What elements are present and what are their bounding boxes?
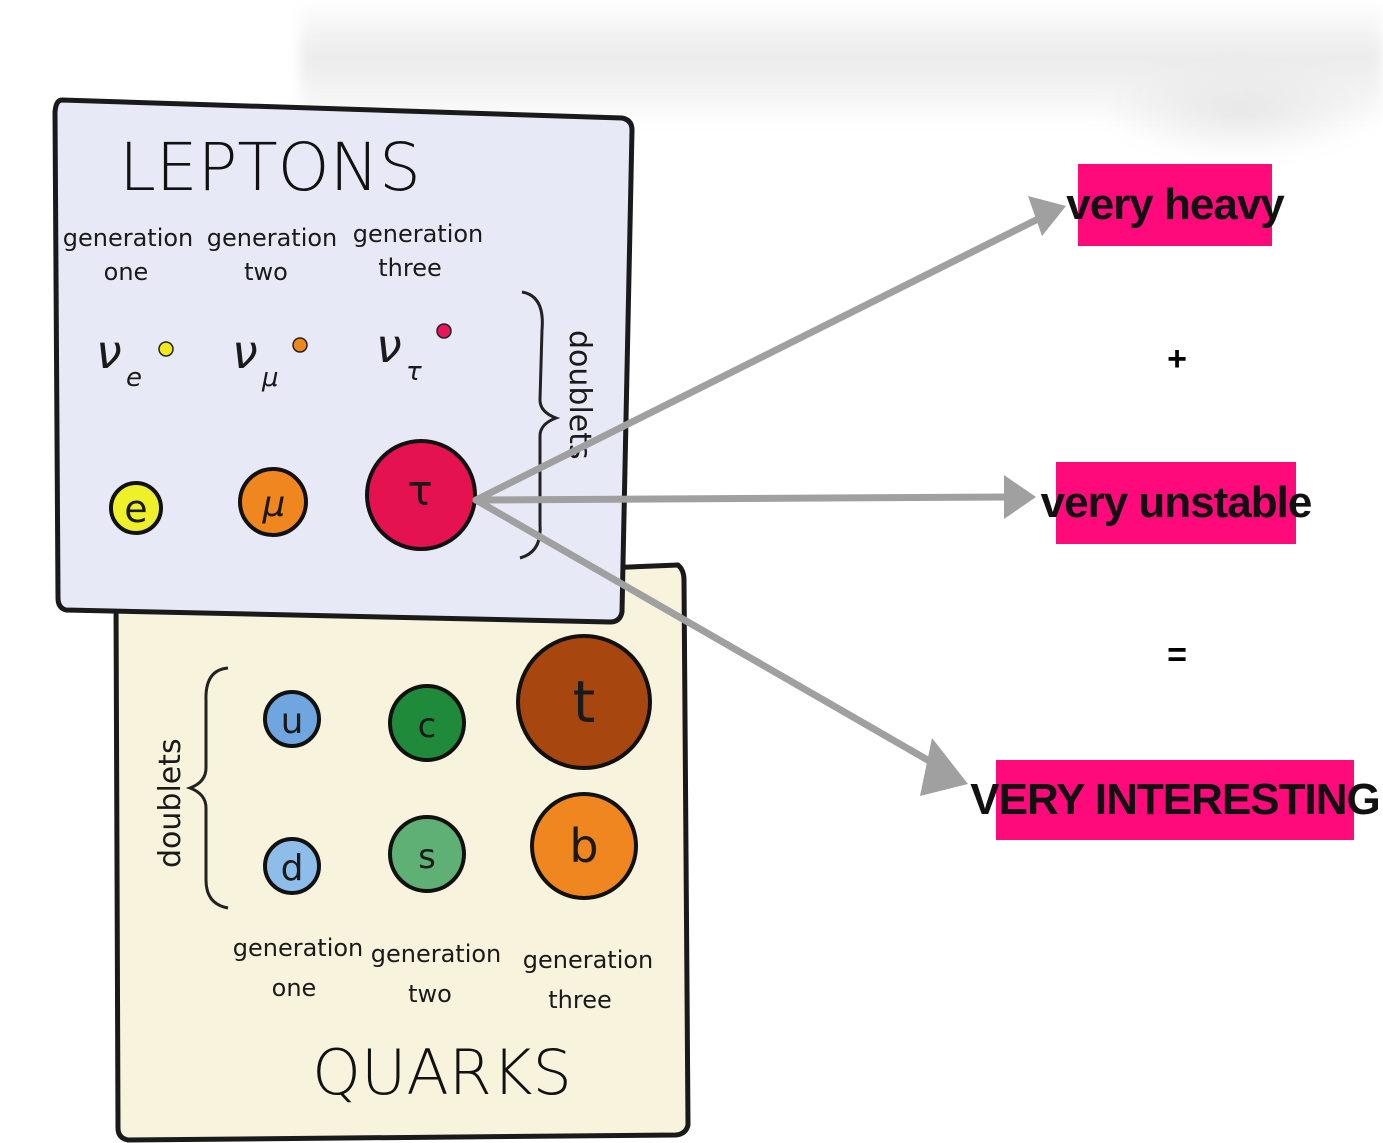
charm-quark-circle — [388, 684, 466, 762]
muon-symbol: μ — [262, 484, 286, 525]
top-quark-circle — [516, 634, 652, 770]
muon-circle — [238, 467, 308, 537]
neutrino-mu-sub: μ — [261, 363, 279, 393]
quark-gen3-sub: three — [548, 986, 612, 1014]
down-quark-symbol: d — [281, 848, 304, 889]
very-heavy-label: very heavy — [1066, 164, 1285, 246]
bottom-quark-symbol: b — [569, 819, 598, 873]
quark-gen2-label: generation — [371, 940, 502, 968]
quark-gen3-label: generation — [523, 946, 654, 974]
neutrino-tau-sub: τ — [406, 357, 422, 387]
tau-circle — [365, 439, 477, 551]
electron-circle — [109, 481, 163, 535]
arrowhead-interesting — [920, 738, 968, 796]
arrowhead-unstable — [1004, 475, 1036, 519]
strange-quark-circle — [388, 815, 466, 893]
neutrino-e-dot — [158, 341, 174, 357]
very-interesting-label: VERY INTERESTING — [970, 760, 1381, 840]
quark-gen2-sub: two — [408, 980, 452, 1008]
lepton-gen2-label: generation — [207, 224, 338, 252]
down-quark-circle — [263, 837, 321, 895]
strange-quark-symbol: s — [418, 837, 436, 877]
arrow-to-heavy — [472, 214, 1044, 504]
arrow-to-interesting — [472, 496, 949, 774]
quark-gen1-label: generation — [233, 934, 364, 962]
background-smudge-right — [1100, 60, 1383, 160]
lepton-gen1-label: generation — [63, 224, 194, 252]
leptons-doublets-label: doublets — [562, 330, 597, 460]
neutrino-e-sub: e — [126, 363, 142, 393]
lepton-gen3-label: generation — [353, 220, 484, 248]
neutrino-mu-dot — [292, 337, 308, 353]
bottom-quark-circle — [530, 792, 638, 900]
quarks-doublets-brace — [185, 666, 229, 910]
equals-sign: = — [1167, 636, 1187, 674]
lepton-gen1-sub: one — [104, 258, 149, 286]
top-quark-symbol: t — [573, 668, 596, 736]
leptons-title: LEPTONS — [119, 129, 421, 206]
neutrino-e-symbol: ν — [96, 325, 122, 379]
arrowhead-heavy — [1028, 196, 1066, 236]
neutrino-tau-symbol: ν — [376, 319, 402, 373]
charm-quark-symbol: c — [418, 706, 437, 746]
electron-symbol: e — [124, 487, 147, 531]
neutrino-mu-symbol: ν — [232, 325, 258, 379]
neutrino-tau-dot — [436, 323, 452, 339]
arrows — [472, 214, 1044, 774]
quark-gen1-sub: one — [272, 974, 317, 1002]
lepton-gen2-sub: two — [244, 258, 288, 286]
quarks-doublets-label: doublets — [153, 738, 188, 868]
lepton-gen3-sub: three — [378, 254, 442, 282]
quarks-title: QUARKS — [312, 1036, 572, 1109]
very-unstable-label: very unstable — [1041, 462, 1312, 544]
arrow-to-unstable — [472, 493, 1014, 504]
up-quark-circle — [263, 690, 321, 748]
tau-symbol: τ — [407, 466, 432, 515]
plus-sign: + — [1167, 340, 1187, 378]
up-quark-symbol: u — [281, 701, 304, 742]
